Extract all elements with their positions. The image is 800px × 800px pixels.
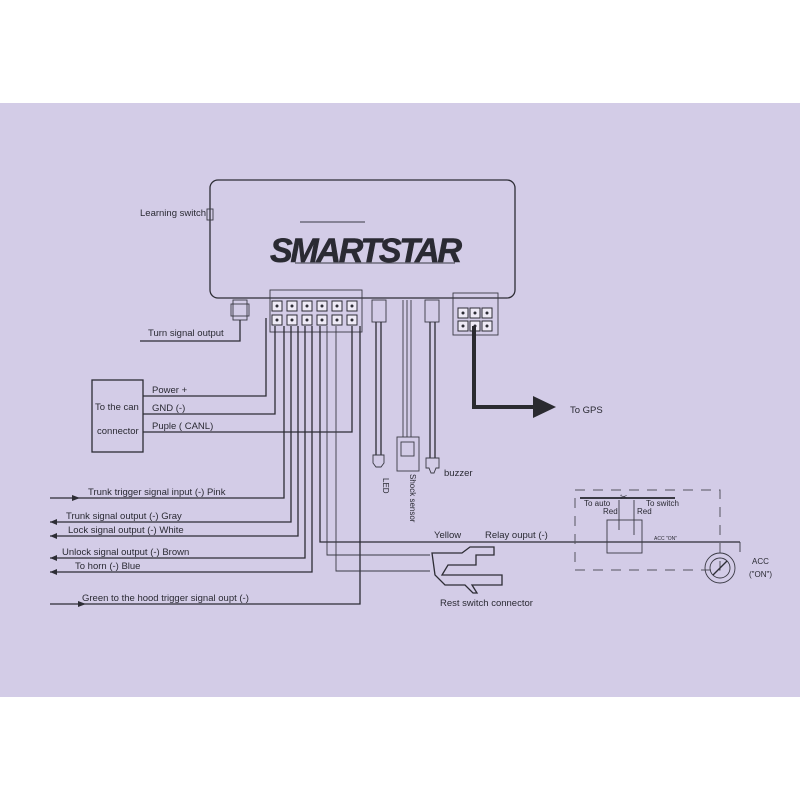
- relay-module: To auto To switch Red Red ✂ ACC "ON" ACC…: [574, 489, 772, 584]
- can-wire-canl: Puple ( CANL): [152, 421, 213, 432]
- gps-connector: To GPS: [452, 292, 603, 418]
- pin-dot: [485, 311, 489, 315]
- relay-output-wire: Yellow Relay ouput (-): [319, 326, 740, 572]
- pin-dot: [350, 304, 354, 308]
- acc-on-small-label: ACC "ON": [654, 536, 677, 542]
- left-wires: Trunk trigger signal input (-) Pink Trun…: [50, 326, 361, 607]
- can-label-2: connector: [97, 426, 139, 437]
- pin-dot: [320, 318, 324, 322]
- pin-dot: [335, 318, 339, 322]
- pin-dot: [461, 324, 465, 328]
- acc-label: ACC: [752, 557, 769, 566]
- pin-dot: [290, 304, 294, 308]
- shock-sensor: Shock sensor: [396, 300, 420, 523]
- red-left-label: Red: [603, 507, 618, 516]
- rest-switch-label: Rest switch connector: [440, 598, 533, 609]
- module-body: [209, 179, 516, 299]
- buzzer: buzzer: [424, 299, 473, 479]
- wire-horn: To horn (-) Blue: [75, 561, 140, 572]
- to-switch-label: To switch: [646, 499, 679, 508]
- wire-lock-output: Lock signal output (-) White: [68, 525, 184, 536]
- learning-switch-label: Learning switch: [140, 208, 206, 219]
- red-right-label: Red: [637, 507, 652, 516]
- pin-dot: [461, 311, 465, 315]
- turn-signal-connector: Turn signal output: [140, 299, 250, 342]
- wire-hood-trigger: Green to the hood trigger signal oupt (-…: [82, 593, 249, 604]
- can-label-1: To the can: [95, 402, 139, 413]
- pin-dot: [320, 304, 324, 308]
- wire-unlock-output: Unlock signal output (-) Brown: [62, 547, 189, 558]
- pin-dot: [305, 318, 309, 322]
- can-wire-power: Power +: [152, 385, 188, 396]
- rest-switch-connector: Rest switch connector: [431, 546, 533, 609]
- pin-dot: [335, 304, 339, 308]
- turn-signal-label: Turn signal output: [148, 328, 224, 339]
- brand-logo: SMARTSTAR: [270, 232, 462, 270]
- paper-sheet: [0, 103, 800, 697]
- pin-dot: [290, 318, 294, 322]
- led-label: LED: [381, 478, 390, 494]
- pin-dot: [350, 318, 354, 322]
- pin-dot: [275, 318, 279, 322]
- main-connector-12pin: [269, 289, 363, 333]
- pin-dot: [473, 311, 477, 315]
- acc-on-label: ("ON"): [749, 570, 772, 579]
- to-auto-label: To auto: [584, 499, 611, 508]
- pin-dot: [485, 324, 489, 328]
- shock-sensor-label: Shock sensor: [408, 474, 417, 523]
- learning-switch-icon: [206, 208, 214, 221]
- gps-label: To GPS: [570, 405, 603, 416]
- buzzer-label: buzzer: [444, 468, 473, 479]
- alarm-module: Learning switch SMARTSTAR: [140, 179, 516, 299]
- ignition-switch-icon: [704, 552, 736, 584]
- cut-icon: ✂: [620, 492, 628, 502]
- led: LED: [371, 299, 390, 494]
- wire-trunk-output: Trunk signal output (-) Gray: [66, 511, 182, 522]
- can-connector: To the can connector Power + GND (-) Pup…: [91, 318, 353, 453]
- wire-trunk-trigger: Trunk trigger signal input (-) Pink: [88, 487, 226, 498]
- can-wire-gnd: GND (-): [152, 403, 185, 414]
- pin-dot: [305, 304, 309, 308]
- relay-output-label: Relay ouput (-): [485, 530, 548, 541]
- pin-dot: [275, 304, 279, 308]
- yellow-label: Yellow: [434, 530, 461, 541]
